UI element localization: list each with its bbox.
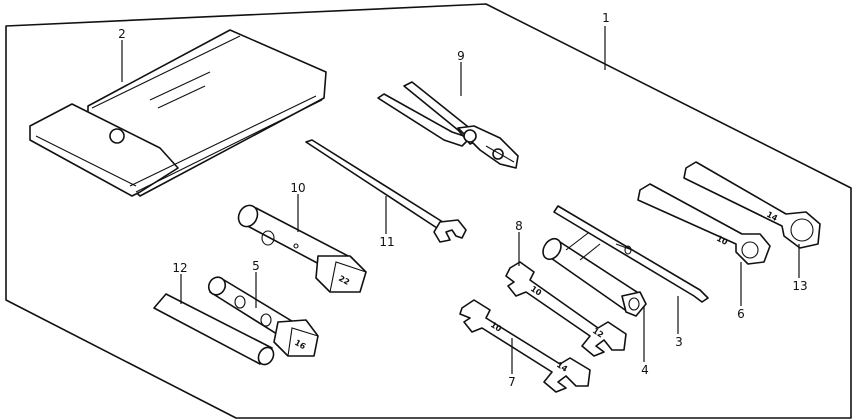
plug-socket-wrench-small: 16 (207, 276, 319, 357)
callout-13: 13 (792, 279, 807, 293)
callout-2: 2 (118, 27, 126, 41)
tool-pouch (29, 29, 327, 197)
screwdriver-bit (553, 205, 709, 303)
callout-7: 7 (508, 375, 516, 389)
callout-5: 5 (252, 259, 260, 273)
callout-4: 4 (641, 363, 649, 377)
open-end-wrench-lower: 10 14 (459, 299, 591, 393)
plug-socket-wrench: 22 (237, 204, 367, 293)
handle-bar (153, 293, 275, 366)
pliers (377, 81, 519, 169)
callout-12: 12 (172, 261, 187, 275)
callout-6: 6 (737, 307, 745, 321)
callout-1: 1 (602, 11, 610, 25)
kit-outline-frame (5, 3, 852, 419)
screwdriver-handle (542, 229, 647, 317)
leader-lines (121, 26, 800, 374)
callout-11: 11 (379, 235, 394, 249)
callout-9: 9 (457, 49, 465, 63)
callout-3: 3 (675, 335, 683, 349)
spoke-wrench-bar (305, 139, 467, 243)
callout-8: 8 (515, 219, 523, 233)
open-end-wrench-upper: 10 12 (505, 261, 627, 357)
callout-10: 10 (290, 181, 305, 195)
ring-wrench-top: 14 (683, 161, 821, 249)
